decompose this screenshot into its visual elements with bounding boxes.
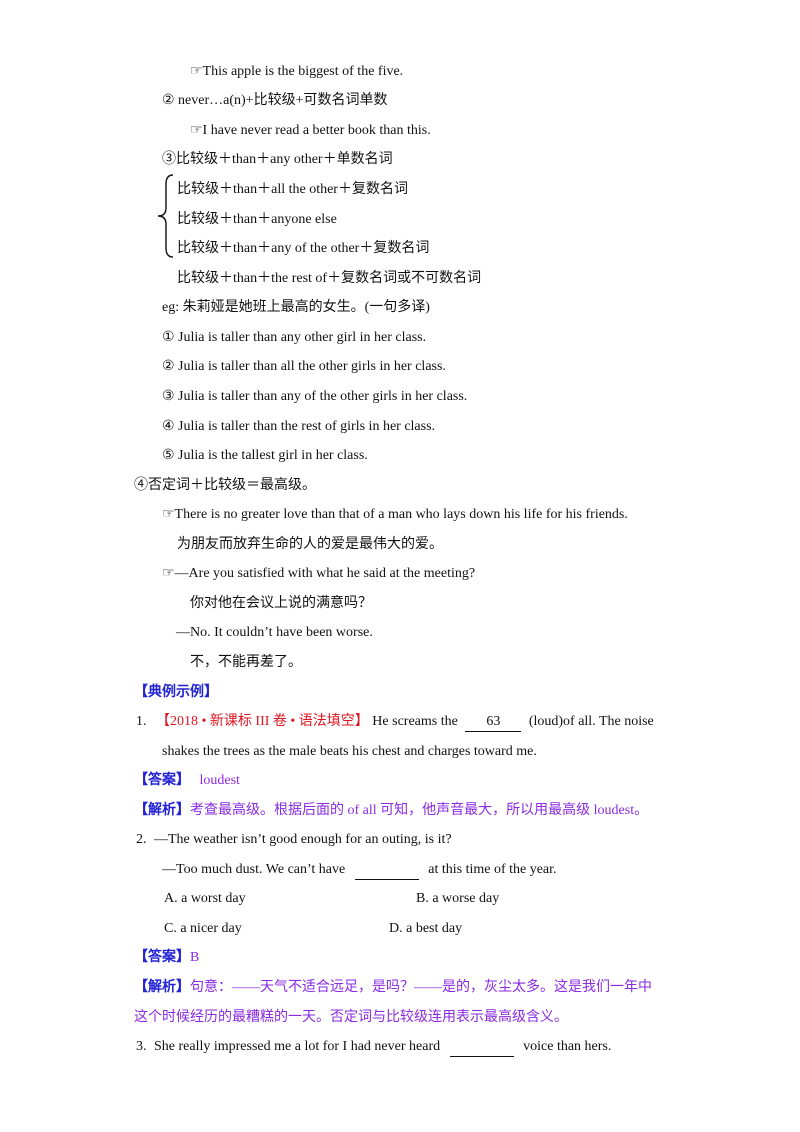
analysis-text: 这个时候经历的最糟糕的一天。否定词与比较级连用表示最高级含义。 (134, 1010, 568, 1025)
answer-line: 【答案】 loudest (134, 772, 240, 790)
question-text-part: —Too much dust. We can’t have (162, 862, 346, 877)
question-text-part: at this time of the year. (428, 862, 557, 877)
question-text: shakes the trees as the male beats his c… (162, 744, 537, 759)
example-translation: 不，不能再差了。 (190, 655, 302, 670)
translation-line: ① Julia is taller than any other girl in… (162, 330, 427, 345)
answer-value: B (190, 950, 200, 965)
question-3: 3. She really impressed me a lot for I h… (136, 1038, 611, 1057)
analysis-text: 句意：——天气不适合远足，是吗？——是的，灰尘太多。这是我们一年中 (190, 980, 652, 995)
question-2: 2. —The weather isn’t good enough for an… (136, 831, 452, 849)
analysis-tag: 【解析】 (134, 803, 190, 818)
option-a: A. a worst day (164, 891, 246, 906)
rule-heading: ④否定词＋比较级＝最高级。 (134, 478, 316, 493)
option-d: D. a best day (389, 921, 463, 936)
analysis-tag: 【解析】 (134, 980, 190, 995)
question-text-part: voice than hers. (523, 1039, 612, 1054)
question-number: 3. (136, 1039, 147, 1054)
analysis-text: 考查最高级。根据后面的 of all 可知，他声音最大，所以用最高级 loude… (190, 803, 649, 818)
question-text: (loud)of all. The noise (528, 714, 654, 729)
example-line: ☞There is no greater love than that of a… (162, 507, 628, 522)
rule-line: 比较级＋than＋all the other＋复数名词 (177, 182, 408, 197)
question-number: 2. (136, 832, 147, 847)
rule-line: 比较级＋than＋anyone else (177, 212, 337, 227)
question-source: 【2018 • 新课标 III 卷 • 语法填空】 (156, 714, 369, 729)
rule-line: ③比较级＋than＋any other＋单数名词 (162, 152, 393, 167)
answer-tag: 【答案】 (134, 773, 190, 788)
example-line: ☞—Are you satisfied with what he said at… (162, 566, 476, 581)
question-text: He screams the (372, 714, 458, 729)
question-text: —The weather isn’t good enough for an ou… (154, 832, 452, 847)
example-line: ☞I have never read a better book than th… (190, 123, 431, 138)
eg-line: eg: 朱莉娅是她班上最高的女生。(一句多译) (162, 300, 430, 315)
answer-tag: 【答案】 (134, 950, 190, 965)
rule-line: 比较级＋than＋any of the other＋复数名词 (177, 241, 430, 256)
curly-brace-icon (157, 174, 174, 258)
example-translation: 你对他在会议上说的满意吗？ (190, 596, 372, 611)
question-1: 1. 【2018 • 新课标 III 卷 • 语法填空】 He screams … (136, 713, 654, 732)
analysis-line: 【解析】考查最高级。根据后面的 of all 可知，他声音最大，所以用最高级 l… (134, 802, 648, 820)
question-text-part: She really impressed me a lot for I had … (154, 1039, 441, 1054)
option-b: B. a worse day (416, 891, 500, 906)
translation-line: ② Julia is taller than all the other gir… (162, 359, 446, 374)
rule-line: ② never…a(n)+比较级+可数名词单数 (162, 93, 388, 108)
answer-value: loudest (199, 773, 240, 788)
example-translation: 为朋友而放弃生命的人的爱是最伟大的爱。 (177, 537, 443, 552)
answer-line: 【答案】B (134, 949, 199, 967)
translation-line: ③ Julia is taller than any of the other … (162, 389, 468, 404)
translation-line: ④ Julia is taller than the rest of girls… (162, 419, 436, 434)
answer-blank (449, 1038, 514, 1057)
question-number: 1. (136, 714, 147, 729)
translation-line: ⑤ Julia is the tallest girl in her class… (162, 448, 368, 463)
example-line: —No. It couldn’t have been worse. (176, 625, 373, 640)
answer-blank (354, 861, 419, 880)
option-c: C. a nicer day (164, 921, 242, 936)
answer-blank: 63 (465, 713, 522, 732)
section-title: 【典例示例】 (134, 685, 218, 700)
question-text: —Too much dust. We can’t have at this ti… (162, 861, 557, 880)
analysis-line: 【解析】句意：——天气不适合远足，是吗？——是的，灰尘太多。这是我们一年中 (134, 979, 652, 997)
rule-line: 比较级＋than＋the rest of＋复数名词或不可数名词 (177, 271, 482, 286)
example-line: ☞This apple is the biggest of the five. (190, 64, 404, 79)
